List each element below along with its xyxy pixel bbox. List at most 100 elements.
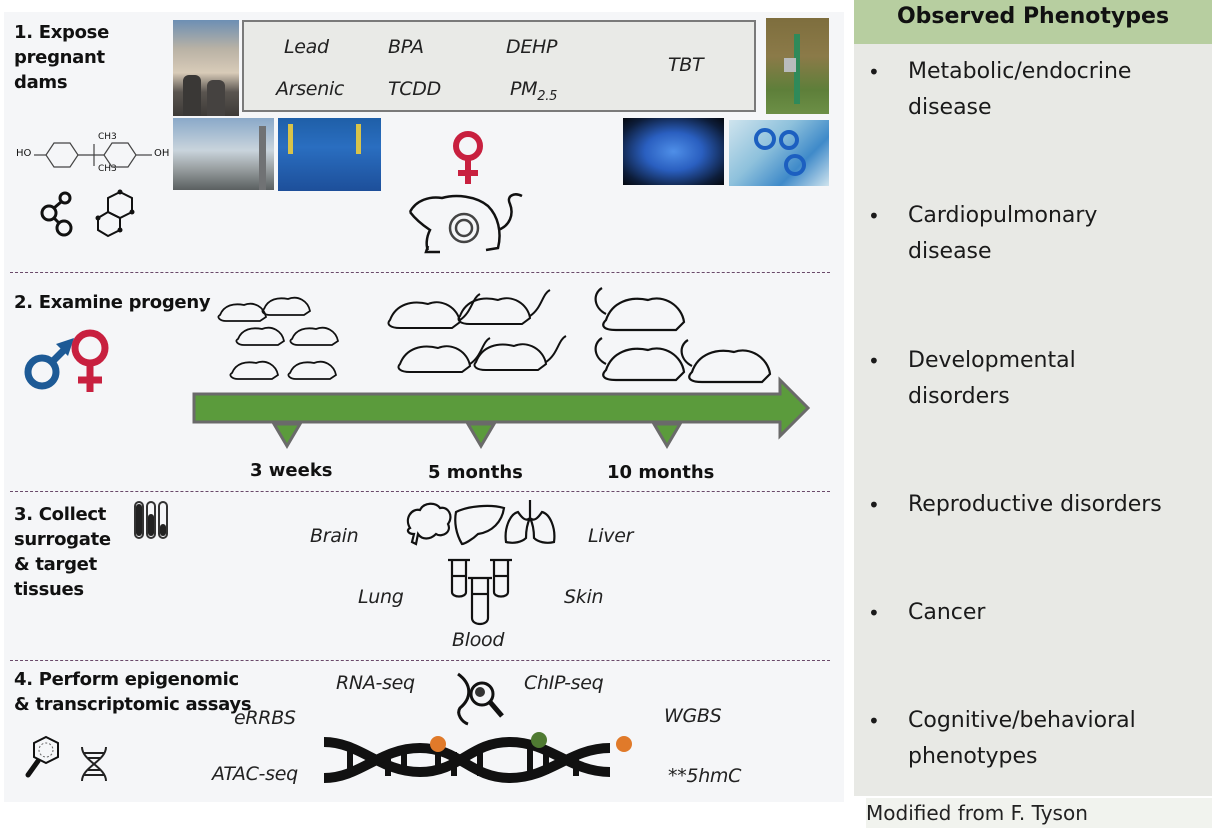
phenotype-line: disease [908,95,992,120]
timeline-arrow-shape [192,376,811,440]
tissue-brain: Brain [310,525,359,547]
pregnant-mouse-icon [408,193,523,254]
chemical-barrels-photo [278,118,381,191]
chemical-pm25: PM2.5 [510,78,557,104]
timepoint-label: 10 months [607,462,715,483]
step-3-title: 3. Collect surrogate & target tissues [14,502,111,602]
timepoint-label: 3 weeks [250,460,333,481]
structure-oh: OH [154,148,170,159]
plastic-bottles-photo [729,120,829,186]
timeline-arrow [192,376,811,449]
phenotype-item: • Developmental disorders [868,343,1208,415]
test-tubes-icon [134,501,168,539]
assay-errbs: eRRBS [234,707,296,729]
structure-ch3-bottom: CH3 [98,164,117,174]
credit-text: Modified from F. Tyson [866,798,1212,828]
bullet-icon: • [868,349,880,373]
methylation-mark-icon [616,736,632,752]
pm-base: PM [510,78,538,100]
mice-group-3-weeks-icon [217,296,339,380]
phenotypes-panel [854,10,1212,796]
tissue-skin: Skin [564,586,604,608]
phenotype-line: Developmental [908,348,1076,373]
section-divider [10,491,830,492]
step-3-line: tissues [14,579,84,600]
phenotype-item: • Cognitive/behavioral phenotypes [868,703,1208,775]
male-female-symbols-icon [24,329,109,392]
chemical-arsenic: Arsenic [276,78,345,100]
phenotype-line: Metabolic/endocrine [908,59,1132,84]
step-1-line: dams [14,72,68,93]
pm-subscript: 2.5 [537,88,558,104]
ring-molecule-icon [95,189,135,238]
chemical-tbt: TBT [668,54,704,76]
methylation-mark-icon [430,736,446,752]
assay-5hmc: **5hmC [668,765,742,787]
mice-group-10-months-icon [594,287,772,384]
step-1-title: 1. Expose pregnant dams [14,20,109,95]
chemical-lead: Lead [284,36,329,58]
section-divider [10,660,830,661]
bullet-icon: • [868,493,880,517]
tissue-liver: Liver [588,525,634,547]
exposure-agents-box: Lead BPA DEHP Arsenic TCDD PM2.5 TBT [242,20,756,112]
cooling-tower-photo [173,20,239,116]
timepoint-marker [271,422,303,449]
mice-group-5-months-icon [387,289,567,373]
chemical-dehp: DEHP [506,36,558,58]
blood-tubes-icon [448,558,512,626]
phenotype-line: phenotypes [908,744,1038,769]
step-4-line: & transcriptomic assays [14,694,252,715]
step-4-line: 4. Perform epigenomic [14,669,239,690]
male-symbol-icon [24,338,74,390]
dna-icon [81,746,107,782]
assay-chip-seq: ChIP-seq [524,672,604,694]
phenotype-item: • Reproductive disorders [868,487,1208,523]
structure-ch3-top: CH3 [98,132,117,142]
hydroxymethylation-mark-icon [531,732,547,748]
timepoint-marker [465,422,497,449]
phenotype-item: •Cancer [868,595,1208,631]
phenotype-item: • Cardiopulmonary disease [868,198,1208,270]
phenotype-line: disease [908,239,992,264]
molecule-icon [40,191,73,237]
timepoint-marker [651,422,683,449]
magnifier-molecule-icon [25,735,59,778]
assay-atac-seq: ATAC-seq [212,763,298,785]
water-pump-photo [766,18,829,114]
step-1-line: 1. Expose [14,22,110,43]
dna-helix-icon [323,732,632,784]
organs-icon [406,500,556,546]
female-symbol-icon [71,329,109,392]
tissue-blood: Blood [452,629,505,651]
phenotype-line: disorders [908,384,1010,409]
assay-wgbs: WGBS [664,705,722,727]
step-1-line: pregnant [14,47,105,68]
step-4-title: 4. Perform epigenomic & transcriptomic a… [14,667,252,717]
step-3-line: surrogate [14,529,111,550]
tissue-lung: Lung [358,586,404,608]
assay-rna-seq: RNA-seq [336,672,415,694]
section-divider [10,272,830,273]
structure-ho: HO [16,148,32,159]
step-3-line: 3. Collect [14,504,107,525]
phenotype-line: Cognitive/behavioral [908,708,1136,733]
bpa-structure-icon: HO OH CH3 CH3 [14,132,174,178]
timepoint-label: 5 months [428,462,523,483]
chemical-bpa: BPA [388,36,424,58]
phenotype-line: Reproductive disorders [908,492,1162,517]
factory-smoke-photo [173,118,274,190]
liver-icon [454,504,506,546]
step-3-line: & target [14,554,97,575]
bullet-icon: • [868,204,880,228]
blue-flame-photo [623,118,724,185]
benzene-rings-icon [34,142,152,168]
dna-magnifier-icon [457,672,504,726]
phenotype-line: Cardiopulmonary [908,203,1098,228]
lungs-icon [504,500,556,544]
bullet-icon: • [868,601,880,625]
chemical-tcdd: TCDD [388,78,441,100]
bullet-icon: • [868,709,880,733]
step-2-title: 2. Examine progeny [14,292,211,313]
